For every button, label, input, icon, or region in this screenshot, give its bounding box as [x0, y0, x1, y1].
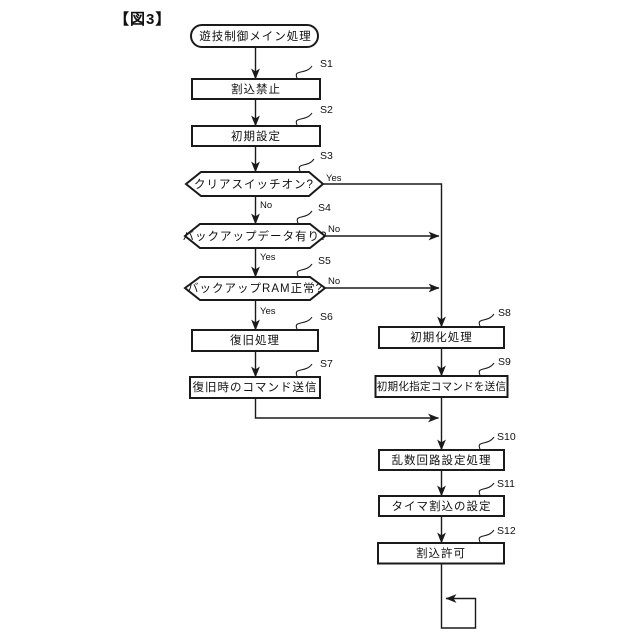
leader-s7	[295, 363, 313, 377]
step-id-s8: S8	[498, 307, 511, 319]
step-id-s2: S2	[320, 104, 333, 116]
step-id-s10: S10	[497, 431, 516, 443]
branch-s3-no: No	[260, 200, 272, 211]
leader-s11	[478, 482, 495, 496]
node-s2-label: 初期設定	[231, 129, 281, 143]
node-s11	[378, 495, 505, 517]
step-id-s3: S3	[320, 150, 333, 162]
step-id-s4: S4	[318, 202, 331, 214]
step-id-s12: S12	[497, 525, 516, 537]
figure-title: 【図3】	[114, 10, 171, 28]
edge-s7-merge	[254, 398, 440, 423]
leader-s8	[478, 313, 495, 327]
step-id-s5: S5	[318, 255, 331, 267]
start-node	[190, 24, 319, 48]
node-s8	[378, 326, 505, 349]
node-s2	[191, 125, 321, 147]
node-s4	[183, 223, 327, 249]
leader-s6	[295, 316, 313, 330]
node-s6-label: 復旧処理	[230, 333, 280, 347]
step-id-s6: S6	[320, 311, 333, 323]
node-s5-label: バックアップRAM正常?	[187, 282, 323, 295]
node-s6	[191, 329, 319, 352]
leader-s12	[478, 529, 495, 543]
node-s9	[374, 375, 509, 398]
step-id-s7: S7	[320, 358, 333, 370]
branch-s4-no: No	[328, 224, 340, 235]
node-s12-label: 割込許可	[416, 546, 466, 560]
leader-s9	[478, 362, 495, 376]
node-s10-label: 乱数回路設定処理	[392, 453, 492, 467]
node-s11-label: タイマ割込の設定	[392, 499, 492, 513]
node-s9-label: 初期化指定コマンドを送信	[377, 380, 507, 393]
node-s1-label: 割込禁止	[231, 82, 281, 96]
edge-s3-yes-s8	[323, 183, 446, 328]
branch-s4-yes: Yes	[260, 252, 276, 263]
leader-s10	[478, 436, 495, 450]
node-s5	[183, 276, 327, 301]
leader-s2	[295, 112, 313, 126]
node-s12	[377, 542, 505, 565]
leader-s5	[296, 263, 313, 277]
start-node-label: 遊技制御メイン処理	[199, 29, 312, 43]
step-id-s1: S1	[320, 58, 333, 70]
branch-s5-no: No	[328, 276, 340, 287]
node-s3	[184, 171, 325, 197]
node-s4-label: バックアップデータ有り?	[183, 229, 328, 243]
node-s3-label: クリアスイッチオン?	[194, 178, 314, 191]
leader-s3	[298, 158, 315, 172]
node-s7-label: 復旧時のコマンド送信	[193, 380, 318, 394]
edge-loop-back	[440, 563, 477, 629]
branch-s3-yes: Yes	[326, 173, 342, 184]
branch-s5-yes: Yes	[260, 306, 276, 317]
node-s10	[378, 449, 505, 471]
node-s8-label: 初期化処理	[410, 330, 473, 344]
step-id-s9: S9	[498, 356, 511, 368]
node-s7	[189, 376, 321, 399]
node-s1	[191, 78, 321, 100]
leader-s4	[296, 210, 313, 224]
leader-s1	[295, 65, 313, 79]
step-id-s11: S11	[497, 478, 515, 490]
